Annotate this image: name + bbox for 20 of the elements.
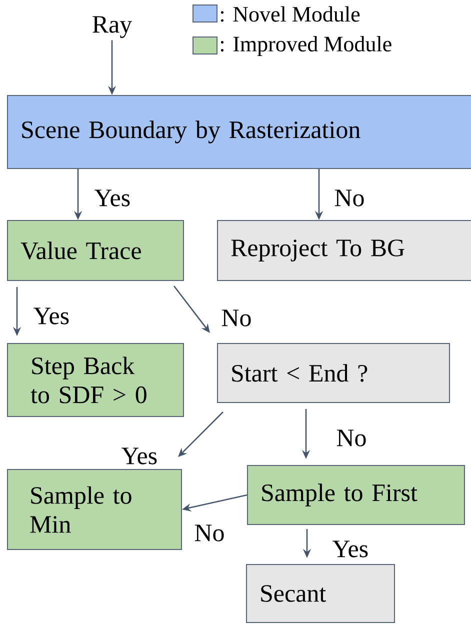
process-box: Reproject To BG: [217, 220, 471, 281]
edge-label: No: [193, 524, 226, 542]
process-box: Sample to First: [247, 465, 465, 525]
legend-label: : Improved Module: [220, 36, 392, 56]
process-box: Scene Boundary by Rasterization: [7, 95, 471, 169]
process-box: Start < End ?: [217, 343, 450, 403]
edge-label: No: [335, 428, 368, 448]
edge-label: Yes: [93, 188, 132, 208]
edge-label: Yes: [331, 540, 370, 558]
process-box: Value Trace: [7, 220, 184, 281]
legend-label: : Novel Module: [220, 6, 360, 22]
process-box: Step Back to SDF > 0: [7, 343, 184, 417]
edge-label: No: [333, 188, 366, 208]
arrow: [178, 412, 224, 457]
edge-label: No: [220, 308, 253, 328]
edge-label: Yes: [120, 446, 159, 466]
edge-label: Yes: [32, 306, 71, 326]
process-box: Secant: [246, 564, 395, 623]
process-box: Sample to Min: [7, 469, 182, 550]
input-label: Ray: [92, 16, 132, 38]
